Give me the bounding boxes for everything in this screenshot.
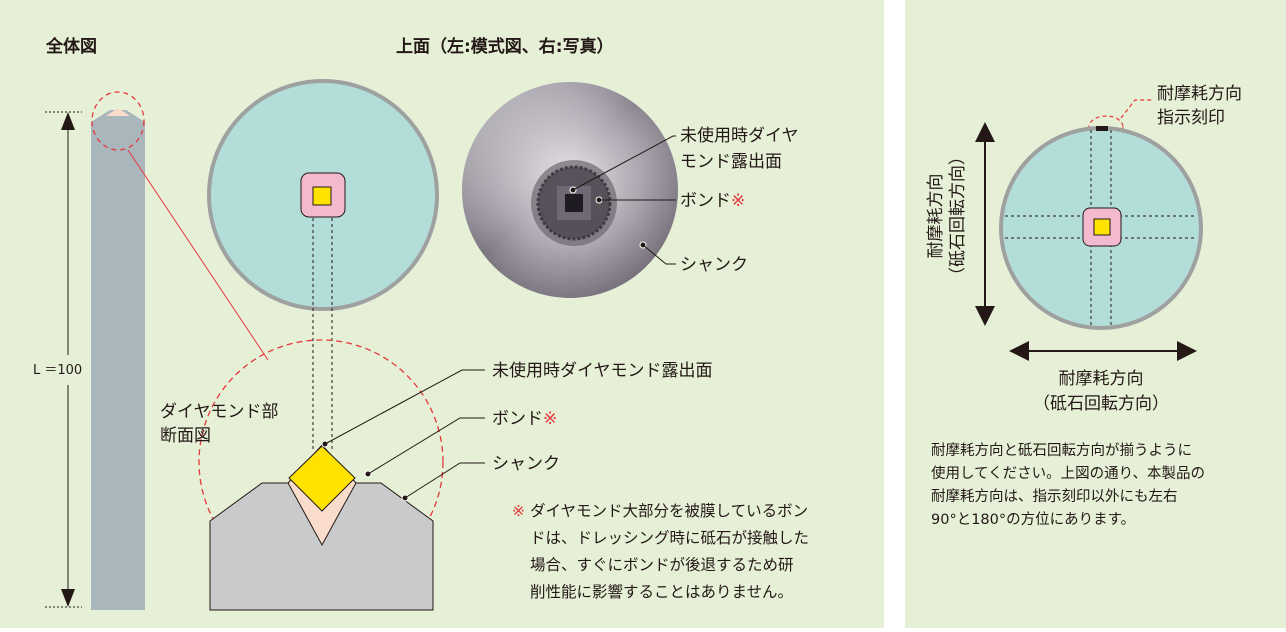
photo-exposed-label-2: モンド露出面 — [680, 152, 782, 172]
note-line-4: 削性能に影響することはありません。 — [530, 583, 793, 601]
indicator-mark — [1096, 126, 1108, 131]
horizontal-label-2: （砥石回転方向） — [1033, 394, 1169, 414]
note-line-3: 場合、すぐにボンドが後退するため研 — [530, 556, 794, 574]
section-label-1: ダイヤモンド部 — [160, 402, 279, 422]
top-view-schematic — [207, 79, 439, 450]
right-diagram: 耐摩耗方向 指示刻印 耐摩耗方向 （砥石回転方向） 耐摩耗方向 （砥石回転方向） — [926, 84, 1242, 414]
length-dimension: L ＝100 — [33, 111, 82, 608]
section-label-2: 断面図 — [160, 426, 211, 446]
note-line-1: ダイヤモンド大部分を被膜しているボン — [530, 502, 808, 520]
top-view-direction — [999, 126, 1203, 330]
dresser-shank — [91, 91, 145, 610]
top-view-photo — [462, 82, 678, 298]
arrow-up-icon — [61, 112, 75, 130]
photo-shank-label: シャンク — [680, 255, 748, 275]
section-exposed-label: 未使用時ダイヤモンド露出面 — [492, 360, 713, 381]
indicator-label-2: 指示刻印 — [1157, 108, 1225, 128]
arrow-left-icon — [1009, 341, 1029, 361]
vertical-label-2: （砥石回転方向） — [948, 148, 968, 284]
arrow-right-icon — [1177, 341, 1197, 361]
section-bond-label: ボンド※ — [492, 409, 557, 429]
direction-note: 耐摩耗方向と砥石回転方向が揃うように 使用してください。上図の通り、本製品の 耐… — [931, 440, 1205, 532]
vertical-direction-arrow — [975, 122, 995, 326]
arrow-down-icon — [61, 589, 75, 607]
length-label: L ＝100 — [33, 363, 82, 378]
horizontal-direction-arrow — [1009, 341, 1197, 361]
direction-note-line-4: 90°と180°の方位にあります。 — [931, 512, 1136, 528]
top-view-title: 上面（左:模式図、右:写真） — [396, 36, 614, 57]
arrow-down-icon — [975, 306, 995, 326]
whole-view-title: 全体図 — [45, 36, 97, 57]
direction-note-line-1: 耐摩耗方向と砥石回転方向が揃うように — [931, 443, 1192, 459]
right-panel: 耐摩耗方向 指示刻印 耐摩耗方向 （砥石回転方向） 耐摩耗方向 （砥石回転方向）… — [905, 0, 1286, 628]
direction-note-line-3: 耐摩耗方向は、指示刻印以外にも左右 — [931, 489, 1178, 505]
note-line-2: ドは、ドレッシング時に砥石が接触した — [530, 529, 809, 547]
section-shank-label: シャンク — [492, 454, 560, 474]
direction-note-line-2: 使用してください。上図の通り、本製品の — [931, 466, 1206, 482]
arrow-up-icon — [975, 122, 995, 142]
cross-section — [198, 339, 444, 611]
vertical-label-1: 耐摩耗方向 — [926, 174, 946, 259]
photo-exposed-label-1: 未使用時ダイヤ — [680, 125, 799, 146]
tip-highlight-circle — [91, 91, 145, 151]
note-mark: ※ — [512, 502, 525, 520]
indicator-label-1: 耐摩耗方向 — [1157, 84, 1242, 104]
left-diagram: 全体図 上面（左:模式図、右:写真） L ＝100 — [33, 36, 809, 611]
left-panel: 全体図 上面（左:模式図、右:写真） L ＝100 — [0, 0, 884, 628]
horizontal-label-1: 耐摩耗方向 — [1059, 369, 1144, 389]
bond-note: ※ ダイヤモンド大部分を被膜しているボン ドは、ドレッシング時に砥石が接触した … — [512, 502, 809, 601]
section-leader-line — [127, 149, 269, 361]
photo-bond-label: ボンド※ — [680, 191, 745, 211]
